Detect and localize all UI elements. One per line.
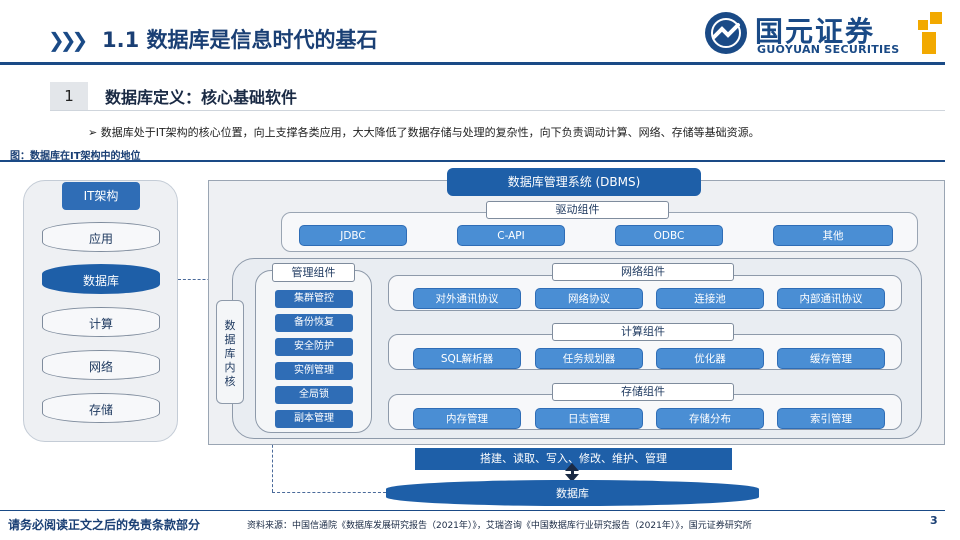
driver-item: JDBC (299, 225, 407, 246)
management-item: 集群管控 (275, 290, 353, 308)
bullet-text: ➢ 数据库处于IT架构的核心位置，向上支撑各类应用，大大降低了数据存储与处理的复… (88, 126, 760, 139)
management-item: 安全防护 (275, 338, 353, 356)
header-divider (0, 62, 945, 65)
it-layer-storage: 存储 (42, 393, 160, 423)
kernel-label-text: 数据库内核 (224, 319, 236, 388)
disclaimer-notice: 请务必阅读正文之后的免责条款部分 (8, 518, 201, 532)
compute-item: 缓存管理 (777, 348, 885, 369)
down-arrow-icon (565, 474, 579, 482)
page-title: 1.1 数据库是信息时代的基石 (102, 28, 378, 52)
section-divider (50, 110, 945, 111)
it-layer-database: 数据库 (42, 264, 160, 294)
operations-bar: 搭建、读取、写入、修改、维护、管理 (415, 448, 732, 470)
management-item: 全局锁 (275, 386, 353, 404)
logo-deco (918, 20, 928, 30)
network-item: 内部通讯协议 (777, 288, 885, 309)
logo-deco (922, 32, 936, 54)
driver-item: C-API (457, 225, 565, 246)
figure-caption: 图：数据库在IT架构中的地位 (10, 151, 141, 162)
logo-text-cn: 国元证券 (755, 15, 876, 48)
kernel-label: 数据库内核 (216, 300, 244, 404)
page-number: 3 (930, 514, 938, 527)
logo-deco (930, 12, 942, 24)
management-item: 备份恢复 (275, 314, 353, 332)
logo-text-en: GUOYUAN SECURITIES (757, 43, 900, 56)
logo-icon (705, 12, 747, 54)
header-arrows: ❯❯❯ (48, 28, 88, 52)
driver-group-title: 驱动组件 (486, 201, 669, 219)
arrow-stem (571, 466, 574, 478)
management-group-title: 管理组件 (272, 263, 355, 282)
database-cylinder: 数据库 (386, 480, 759, 506)
network-item: 网络协议 (535, 288, 643, 309)
network-item: 连接池 (656, 288, 764, 309)
section-title: 数据库定义：核心基础软件 (105, 88, 298, 107)
storage-item: 存储分布 (656, 408, 764, 429)
network-item: 对外通讯协议 (413, 288, 521, 309)
management-item: 副本管理 (275, 410, 353, 428)
storage-group-title: 存储组件 (552, 383, 734, 401)
compute-item: SQL解析器 (413, 348, 521, 369)
driver-item: 其他 (773, 225, 893, 246)
storage-item: 内存管理 (413, 408, 521, 429)
management-item: 实例管理 (275, 362, 353, 380)
connector-line (272, 430, 273, 492)
compute-item: 任务规划器 (535, 348, 643, 369)
compute-group-title: 计算组件 (552, 323, 734, 341)
dbms-title: 数据库管理系统 (DBMS) (447, 168, 701, 196)
network-group-title: 网络组件 (552, 263, 734, 281)
storage-item: 索引管理 (777, 408, 885, 429)
footer-divider (0, 510, 945, 511)
it-layer-app: 应用 (42, 222, 160, 252)
section-number: 1 (50, 82, 88, 110)
connector-line (178, 279, 230, 280)
it-architecture-title: IT架构 (62, 182, 140, 210)
figure-divider (0, 160, 945, 162)
compute-item: 优化器 (656, 348, 764, 369)
connector-line (272, 492, 386, 493)
it-layer-network: 网络 (42, 350, 160, 380)
source-note: 资料来源：中国信通院《数据库发展研究报告（2021年）》，艾瑞咨询《中国数据库行… (247, 521, 752, 531)
it-layer-compute: 计算 (42, 307, 160, 337)
storage-item: 日志管理 (535, 408, 643, 429)
driver-item: ODBC (615, 225, 723, 246)
